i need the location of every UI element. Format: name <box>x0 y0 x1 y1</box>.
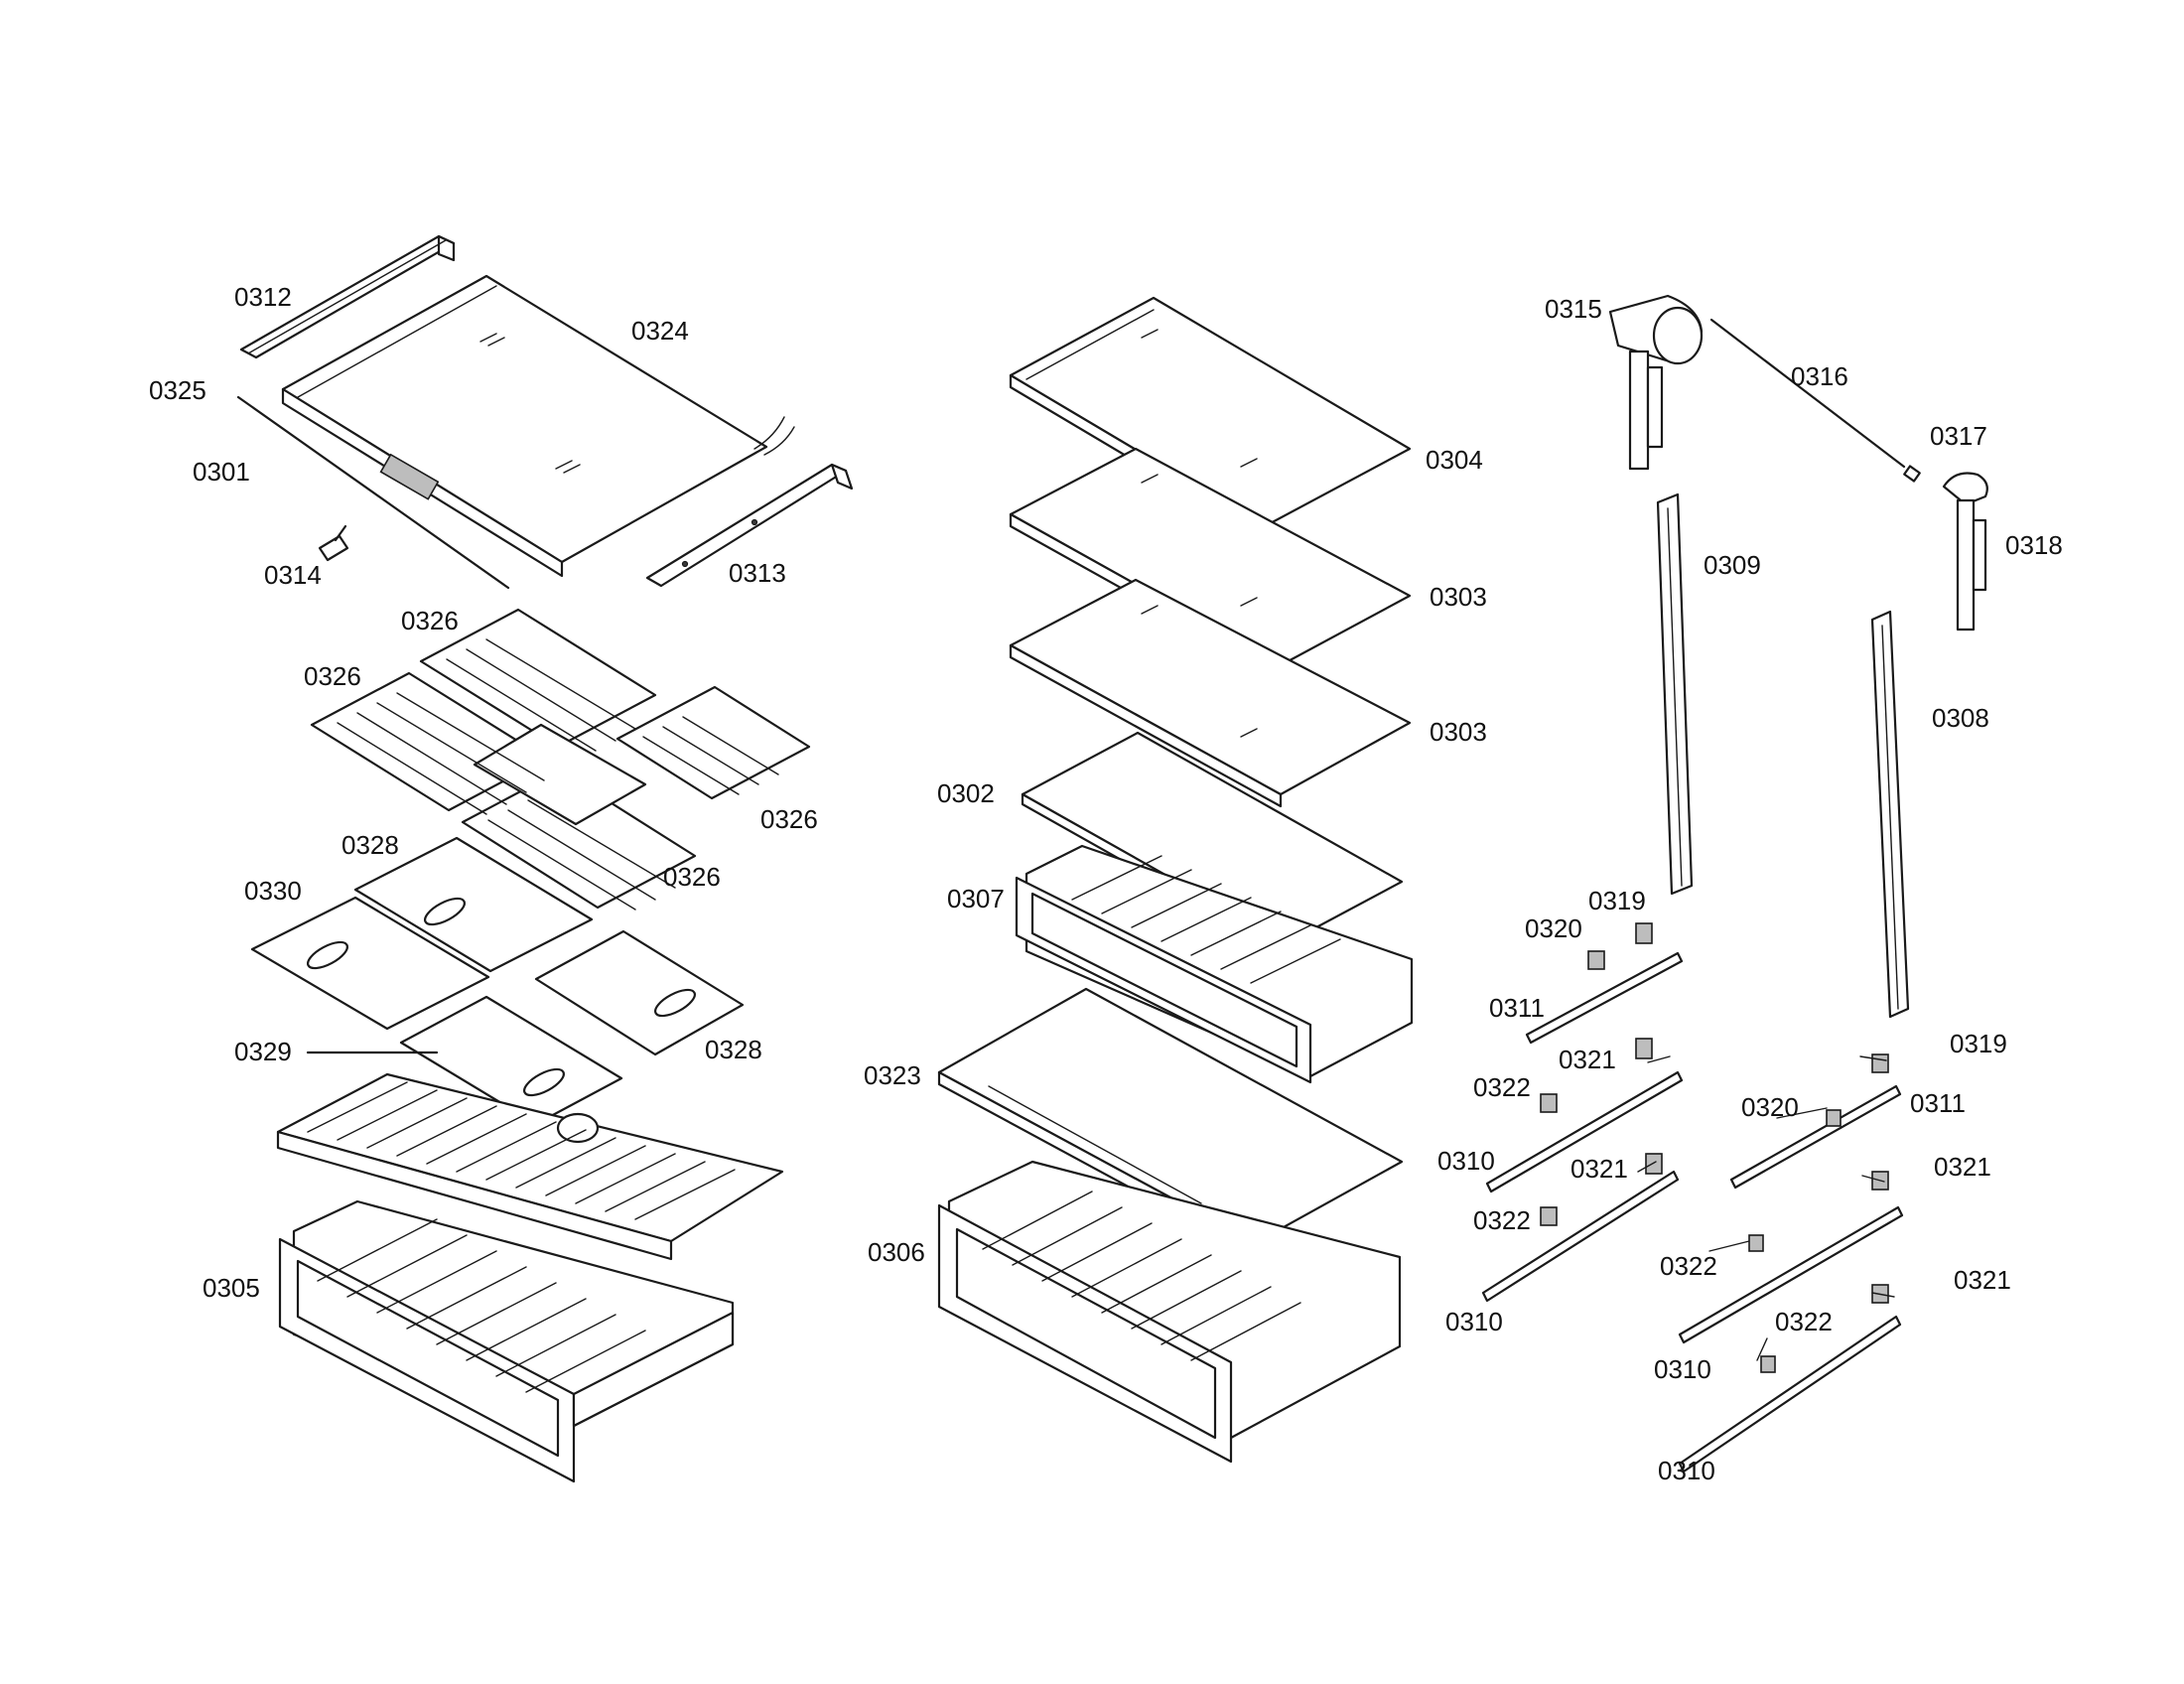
part-0314-clip <box>318 524 349 562</box>
label-0319-b: 0319 <box>1950 1029 2007 1058</box>
label-0329: 0329 <box>234 1037 292 1066</box>
label-0311-b: 0311 <box>1910 1088 1966 1118</box>
label-0310-a: 0310 <box>1437 1146 1495 1176</box>
label-0302: 0302 <box>937 778 995 808</box>
part-0308-rail <box>1870 610 1910 1019</box>
part-0301-rod <box>236 395 510 590</box>
label-0313: 0313 <box>729 558 786 588</box>
label-0318: 0318 <box>2005 530 2063 560</box>
label-0325: 0325 <box>149 375 206 405</box>
label-0322-c: 0322 <box>1660 1251 1717 1281</box>
label-0326-b: 0326 <box>304 661 361 691</box>
label-0321-d: 0321 <box>1954 1265 2011 1295</box>
part-0310-slide-right-a <box>1678 1205 1904 1344</box>
part-0315-motor <box>1608 294 1704 471</box>
part-grid-frame <box>276 1072 784 1261</box>
part-0310-slide-left-a <box>1485 1070 1684 1193</box>
label-0328-a: 0328 <box>341 830 399 860</box>
leader-lines <box>1637 1055 1895 1361</box>
label-0321-a: 0321 <box>1559 1045 1616 1074</box>
part-0324-glass-shelf <box>281 274 795 578</box>
part-0313-side-rail <box>645 463 854 588</box>
label-0324: 0324 <box>631 316 689 346</box>
label-0307: 0307 <box>947 884 1005 913</box>
label-0308: 0308 <box>1932 703 1989 733</box>
label-0323: 0323 <box>864 1060 921 1090</box>
label-0305: 0305 <box>203 1273 260 1303</box>
label-0301: 0301 <box>193 457 250 487</box>
label-0317: 0317 <box>1930 421 1987 451</box>
label-0320-a: 0320 <box>1525 913 1582 943</box>
label-0321-b: 0321 <box>1570 1154 1628 1184</box>
part-0303-shelf-lower <box>1009 578 1412 808</box>
part-0316-shaft <box>1709 318 1906 469</box>
label-0304: 0304 <box>1426 445 1483 475</box>
part-0307-drawer <box>1015 844 1414 1084</box>
part-0306-drawer <box>937 1160 1402 1464</box>
part-0318-bracket <box>1942 472 1988 632</box>
label-0316: 0316 <box>1791 361 1848 391</box>
part-0312-rear-rail <box>239 234 456 359</box>
part-0309-rail <box>1656 492 1694 896</box>
left-clips <box>1540 922 1663 1226</box>
label-0310-d: 0310 <box>1658 1456 1715 1485</box>
label-0322-b: 0322 <box>1473 1205 1531 1235</box>
part-labels: 0312 0324 0325 0301 0314 0313 0326 0326 … <box>149 282 2063 1485</box>
label-0321-c: 0321 <box>1934 1152 1991 1182</box>
label-0315: 0315 <box>1545 294 1602 324</box>
label-0330: 0330 <box>244 876 302 906</box>
label-0310-c: 0310 <box>1654 1354 1711 1384</box>
part-0310-slide-right-b <box>1678 1315 1902 1474</box>
label-0326-c: 0326 <box>760 804 818 834</box>
label-0303-b: 0303 <box>1430 717 1487 747</box>
label-0322-d: 0322 <box>1775 1307 1833 1336</box>
label-0320-b: 0320 <box>1741 1092 1799 1122</box>
label-0303-a: 0303 <box>1430 582 1487 612</box>
part-0328-0330-covers <box>250 836 745 1056</box>
label-0314: 0314 <box>264 560 322 590</box>
label-0328-b: 0328 <box>705 1035 762 1064</box>
label-0326-d: 0326 <box>663 862 721 892</box>
part-0329-cover <box>306 995 623 1126</box>
label-0326-a: 0326 <box>401 606 459 635</box>
part-0311-slide-left <box>1525 951 1684 1045</box>
label-0311-a: 0311 <box>1489 993 1545 1023</box>
label-0309: 0309 <box>1704 550 1761 580</box>
label-0306: 0306 <box>868 1237 925 1267</box>
part-0326-grilles <box>310 608 811 911</box>
part-0305-drawer <box>278 1199 735 1483</box>
label-0310-b: 0310 <box>1445 1307 1503 1336</box>
label-0319-a: 0319 <box>1588 886 1646 915</box>
part-0317-coupler <box>1903 465 1921 483</box>
label-0312: 0312 <box>234 282 292 312</box>
part-0310-slide-left-b <box>1481 1170 1680 1303</box>
label-0322-a: 0322 <box>1473 1072 1531 1102</box>
